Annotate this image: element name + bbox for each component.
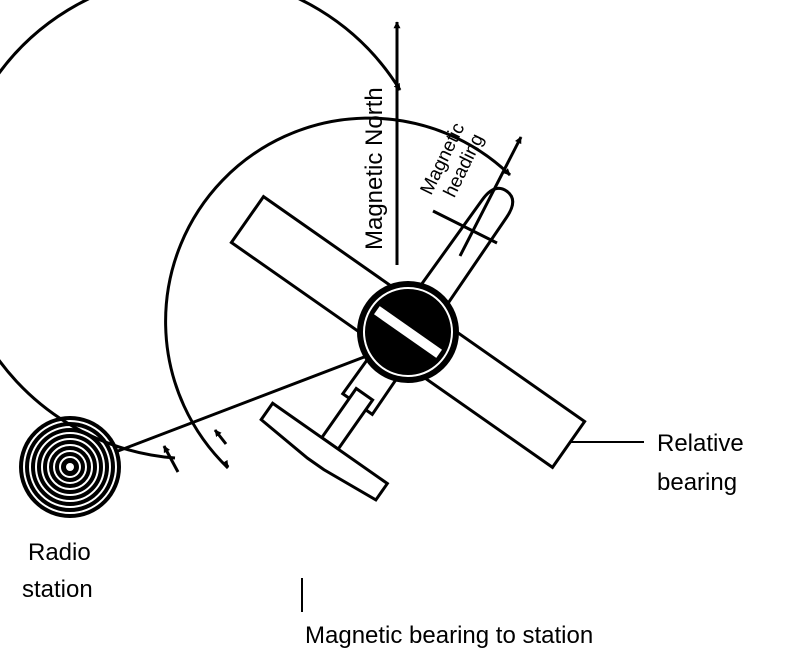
magnetic-bearing-to-station-label: Magnetic bearing to station <box>305 622 593 649</box>
heading-tick <box>432 209 498 245</box>
aircraft-icon <box>229 186 587 502</box>
relative-bearing-label-2: bearing <box>657 469 737 496</box>
relative-bearing-label-1: Relative <box>657 430 744 457</box>
radio-station-icon <box>19 416 121 518</box>
radio-station-label-2: station <box>22 576 93 603</box>
magnetic-north-label: Magnetic North <box>361 87 388 250</box>
heading-line <box>458 136 523 257</box>
relative-bearing-arc <box>164 116 512 470</box>
bearing-line <box>117 352 373 453</box>
radio-station-label-1: Radio <box>28 539 91 566</box>
magnetic-bearing-arc <box>0 0 402 460</box>
